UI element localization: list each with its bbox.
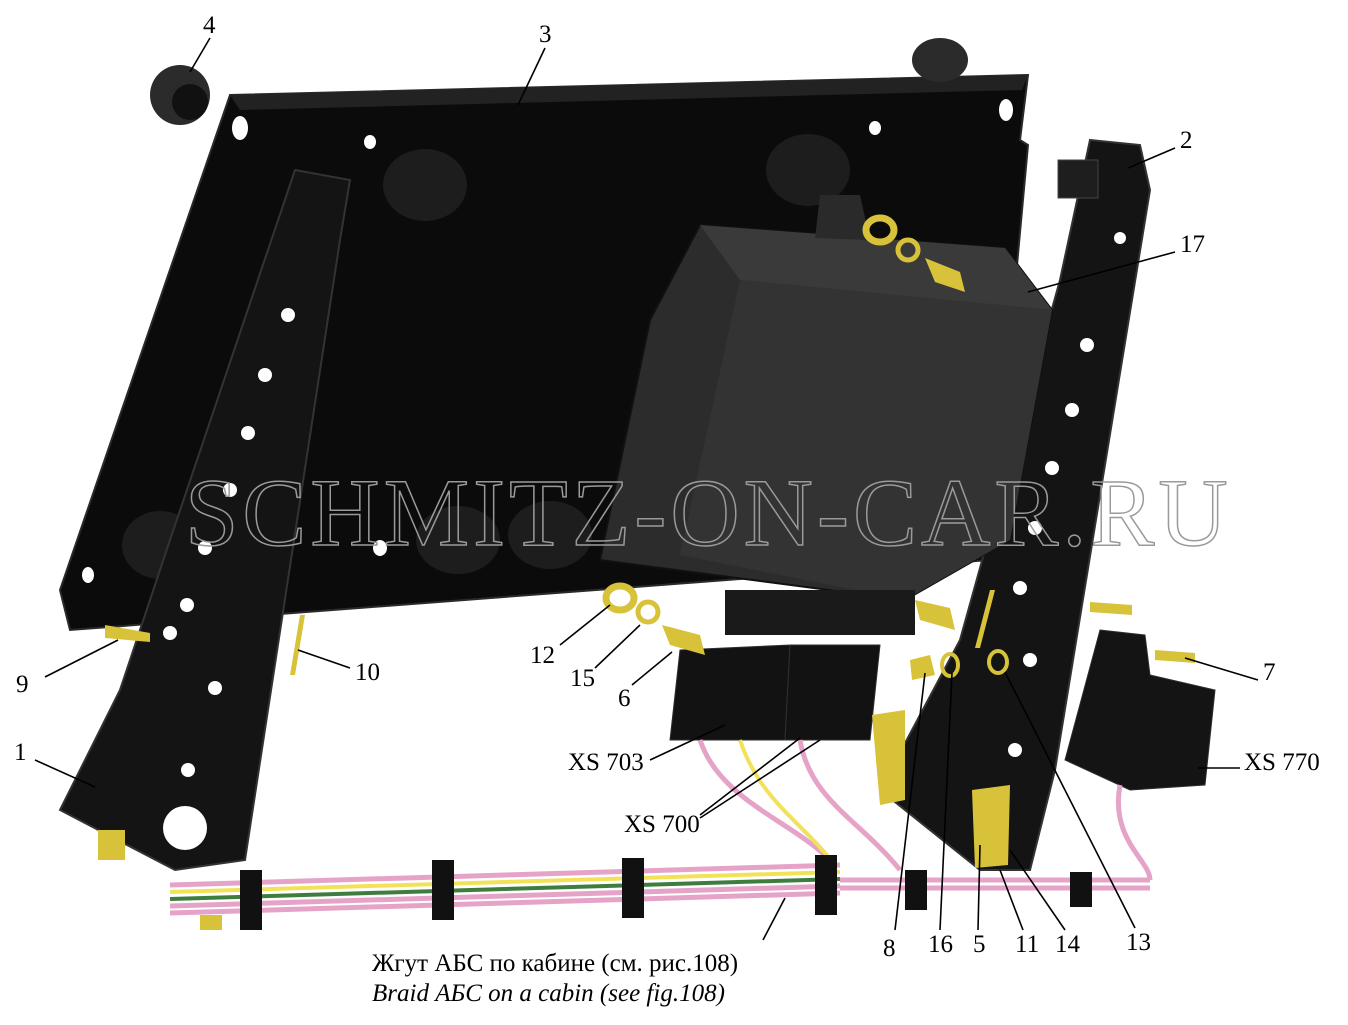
callout-4: 4 — [203, 12, 216, 39]
bushing-right — [912, 38, 968, 82]
connector-label-xs703: XS 703 — [568, 749, 644, 776]
connector-xs700 — [784, 644, 881, 741]
callout-2: 2 — [1180, 127, 1193, 154]
caption-russian: Жгут АБС по кабине (см. рис.108) — [372, 950, 739, 977]
left-bracket — [58, 168, 352, 872]
wiring-harness — [169, 739, 1153, 930]
callout-16: 16 — [928, 931, 953, 958]
leader-lines — [34, 37, 1259, 941]
abs-control-unit — [598, 195, 1054, 635]
watermark: SCHMITZ-ON-CAR.RU — [185, 459, 1232, 566]
connector-label-xs770: XS 770 — [1244, 749, 1320, 776]
callout-1: 1 — [14, 739, 27, 766]
callout-12: 12 — [530, 642, 555, 669]
callout-5: 5 — [973, 931, 986, 958]
callout-3: 3 — [539, 21, 552, 48]
callout-13: 13 — [1126, 929, 1151, 956]
callout-17: 17 — [1180, 231, 1205, 258]
callout-10: 10 — [355, 659, 380, 686]
callout-14: 14 — [1055, 931, 1081, 958]
hardware — [98, 214, 1195, 930]
callout-15: 15 — [570, 665, 595, 692]
callout-11: 11 — [1015, 931, 1039, 958]
bushing-left — [150, 65, 210, 125]
callout-8: 8 — [883, 935, 896, 962]
connector-xs770 — [1064, 629, 1216, 791]
callout-6: 6 — [618, 685, 631, 712]
caption-english: Braid АБС on a cabin (see fig.108) — [372, 980, 725, 1007]
connector-label-xs700: XS 700 — [624, 811, 700, 838]
callout-9: 9 — [16, 671, 29, 698]
callout-7: 7 — [1263, 659, 1276, 686]
connector-xs703 — [669, 644, 791, 741]
